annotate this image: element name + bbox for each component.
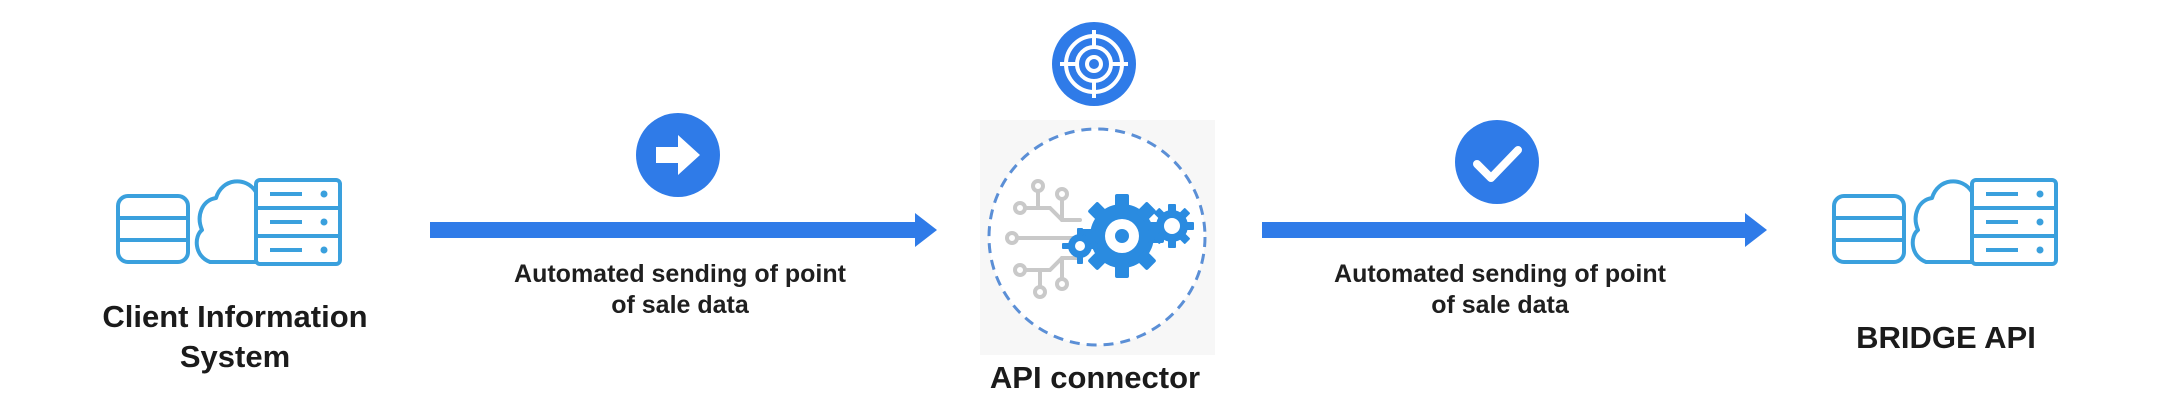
api-connector-node bbox=[980, 120, 1215, 355]
flow-2-label-line2: of sale data bbox=[1431, 291, 1569, 319]
flow-1-label-line2: of sale data bbox=[611, 291, 749, 319]
gears-circuit-icon bbox=[980, 120, 1215, 355]
target-icon bbox=[1060, 30, 1128, 98]
bridge-api-label: BRIDGE API bbox=[1856, 320, 2036, 355]
flow-1-label: Automated sending of point of sale data bbox=[470, 259, 890, 321]
client-system-label-line2: System bbox=[179, 339, 291, 374]
target-badge bbox=[1052, 22, 1136, 106]
flow-2-label: Automated sending of point of sale data bbox=[1290, 259, 1710, 321]
database-cloud-server-icon bbox=[1832, 178, 2058, 266]
database-cloud-server-icon bbox=[116, 178, 342, 266]
api-connector-label: API connector bbox=[989, 360, 1201, 395]
bridge-api-node bbox=[1826, 170, 2066, 280]
checkmark-icon bbox=[1473, 146, 1522, 182]
client-system-node bbox=[110, 170, 350, 280]
client-system-label-line1: Client Information bbox=[102, 299, 368, 334]
arrow-right-icon bbox=[656, 135, 700, 175]
flow-arrow-1-head bbox=[915, 213, 937, 247]
flow-arrow-1 bbox=[430, 222, 918, 238]
flow-1-label-line1: Automated sending of point bbox=[514, 260, 846, 288]
client-system-label: Client Information System bbox=[60, 297, 410, 377]
flow-arrow-2 bbox=[1262, 222, 1748, 238]
flow-arrow-2-head bbox=[1745, 213, 1767, 247]
flow-2-label-line1: Automated sending of point bbox=[1334, 260, 1666, 288]
check-badge bbox=[1455, 120, 1539, 204]
send-arrow-badge bbox=[636, 113, 720, 197]
